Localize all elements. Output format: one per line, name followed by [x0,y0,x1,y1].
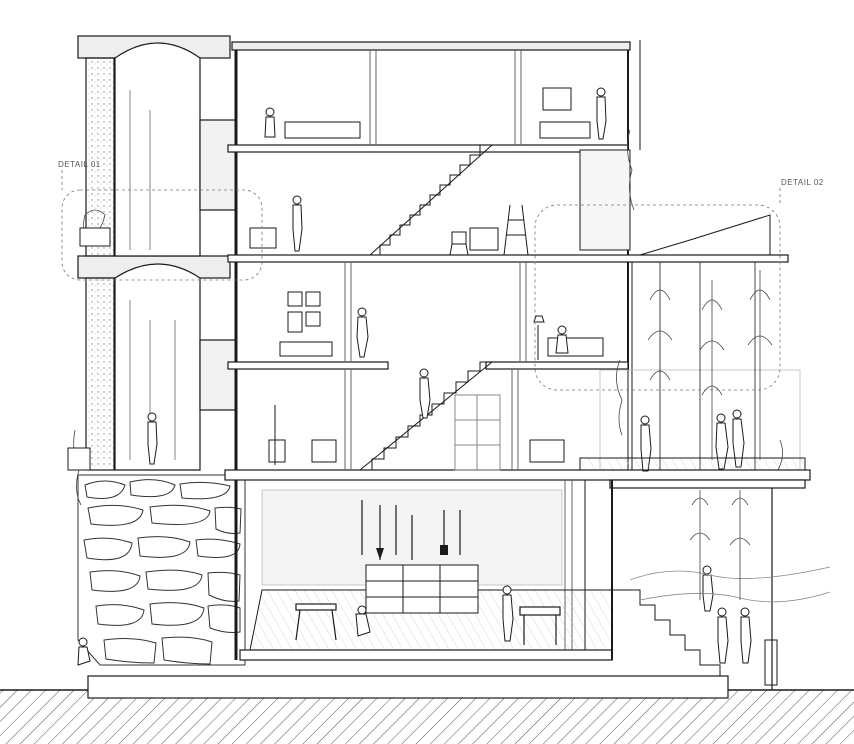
tree-icon [729,490,751,600]
sideboard [279,341,333,357]
heater [268,405,286,465]
detail-01-label: DETAIL 01 [58,160,101,169]
person-figure [77,637,91,666]
planters [67,227,111,471]
armchair [311,439,337,463]
ladder-icon [503,204,529,256]
tree-icon [689,490,711,600]
staircase-lower [359,361,501,471]
sofa-top-floor [539,121,591,139]
dining-table [529,439,565,463]
tree-icon [747,270,773,460]
side-table [469,227,499,251]
interior-columns [344,50,573,650]
people [77,87,752,666]
person-figure [740,607,752,664]
right-terraces [579,149,831,690]
stone-base-wall [77,474,246,666]
person-figure [147,412,158,465]
person-figure [732,409,745,468]
person-figure [355,605,371,637]
detail-callout-outlines [61,170,781,391]
staircase-upper [369,144,493,256]
tree-icon [647,280,673,460]
furniture [249,87,604,465]
person-figure [419,368,431,419]
wall-picture [542,87,572,111]
workbench [295,603,561,645]
detail-02-label: DETAIL 02 [781,178,824,187]
person-figure [702,565,714,612]
person-figure [717,607,729,664]
tree-icon [699,280,725,460]
person-figure [502,585,514,642]
person-figure [264,107,276,138]
basement-workshop [249,489,613,651]
chair-icon [449,231,469,256]
left-masonry-tower [77,35,237,471]
floor-lamp [533,315,545,360]
storage-shelves [365,564,479,614]
person-figure [292,195,303,252]
person-figure [555,325,569,354]
person-figure [596,87,607,140]
armchair-upper [249,227,277,249]
person-figure [356,307,369,358]
ground-hatch [0,675,854,744]
shovel-icon [376,548,384,560]
bed-top-floor [284,121,361,139]
